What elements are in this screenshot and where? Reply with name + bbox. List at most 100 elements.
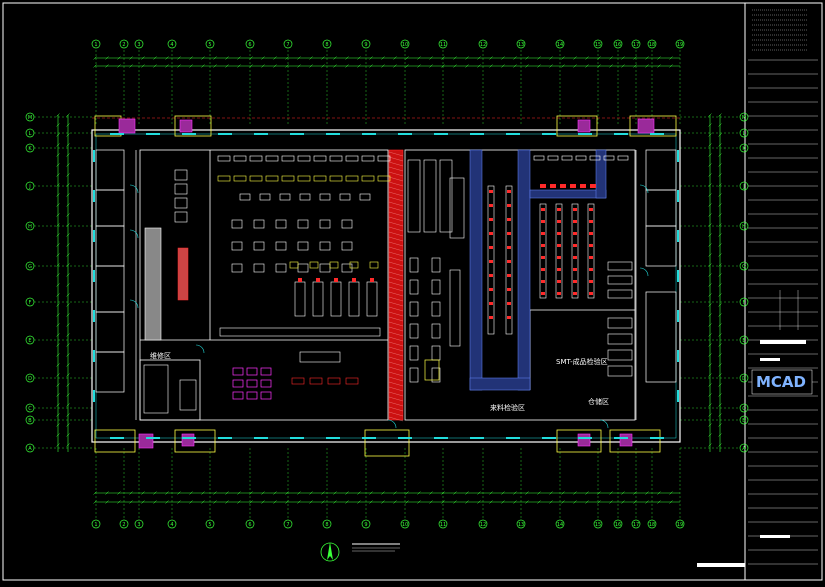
column-axis-label: 16	[615, 522, 621, 528]
axis-bubble	[283, 39, 293, 49]
axis-bubble	[516, 519, 526, 529]
column-axis-label: 10	[402, 522, 408, 528]
row-axis-label: G	[28, 264, 32, 270]
column-axis-label: 14	[557, 522, 563, 528]
axis-bubble	[593, 39, 603, 49]
row-axis-label: M	[28, 115, 32, 121]
axis-bubble	[167, 39, 177, 49]
material-zone-label: 来料检验区	[490, 403, 525, 412]
axis-bubble	[119, 519, 129, 529]
fire-corridor	[388, 149, 404, 421]
axis-bubble	[739, 261, 749, 271]
axis-bubble	[361, 39, 371, 49]
axis-bubble	[25, 112, 35, 122]
column-axis-label: 11	[440, 42, 446, 48]
column-axis-label: 9	[364, 522, 367, 528]
column-axis-label: 6	[248, 522, 251, 528]
axis-bubble	[25, 403, 35, 413]
column-axis-label: 1	[94, 522, 97, 528]
column-axis-label: 3	[137, 42, 140, 48]
axis-bubble	[400, 39, 410, 49]
axis-bubble	[516, 39, 526, 49]
axis-bubble	[245, 519, 255, 529]
axis-bubble	[134, 519, 144, 529]
axis-bubble	[205, 39, 215, 49]
row-axis-label: C	[28, 406, 32, 412]
axis-bubble	[25, 221, 35, 231]
row-axis-label: H	[742, 224, 746, 230]
north-arrow-icon	[320, 542, 340, 562]
column-axis-label: 5	[208, 42, 211, 48]
column-axis-label: 7	[286, 522, 289, 528]
row-axis-label: A	[28, 446, 32, 452]
axis-bubble	[675, 519, 685, 529]
row-axis-label: E	[28, 338, 31, 344]
axis-bubble	[25, 297, 35, 307]
axis-bubble	[119, 39, 129, 49]
column-axis-label: 19	[677, 42, 683, 48]
axis-bubble	[631, 519, 641, 529]
column-axis-label: 12	[480, 42, 486, 48]
row-axis-label: L	[29, 131, 32, 137]
row-axis-label: B	[28, 418, 32, 424]
repair-zone-label: 维修区	[150, 351, 171, 360]
column-axis-label: 7	[286, 42, 289, 48]
axis-bubble	[25, 335, 35, 345]
axis-bubble	[739, 415, 749, 425]
column-axis-label: 18	[649, 42, 655, 48]
row-axis-label: C	[742, 406, 746, 412]
storage-zone-label: 仓储区	[588, 397, 609, 406]
axis-bubble	[631, 39, 641, 49]
left-rooms	[95, 149, 137, 420]
column-axis-label: 5	[208, 522, 211, 528]
column-axis-label: 8	[325, 522, 328, 528]
column-axis-label: 3	[137, 522, 140, 528]
axis-bubble	[25, 373, 35, 383]
dimension-ticks	[56, 56, 722, 504]
column-axis-label: 17	[633, 42, 639, 48]
axis-bubble	[613, 39, 623, 49]
column-axis-label: 15	[595, 42, 601, 48]
column-axis-label: 13	[518, 42, 524, 48]
axis-bubble	[478, 39, 488, 49]
axis-bubble	[322, 39, 332, 49]
axis-bubble	[739, 128, 749, 138]
axis-bubble	[245, 39, 255, 49]
column-axis-group: 1122334455667788991010111112121313141415…	[91, 39, 685, 529]
row-axis-label: L	[743, 131, 746, 137]
axis-bubble	[739, 221, 749, 231]
axis-bubble	[675, 39, 685, 49]
axis-bubble	[283, 519, 293, 529]
axis-bubble	[438, 39, 448, 49]
title-block: MCAD	[697, 9, 818, 567]
mcad-logo: MCAD	[756, 373, 806, 391]
axis-bubble	[25, 443, 35, 453]
column-axis-label: 14	[557, 42, 563, 48]
column-axis-label: 4	[170, 42, 173, 48]
axis-bubble	[167, 519, 177, 529]
axis-bubble	[739, 443, 749, 453]
axis-bubble	[478, 519, 488, 529]
axis-bubble	[322, 519, 332, 529]
row-axis-label: K	[28, 146, 32, 152]
column-axis-label: 6	[248, 42, 251, 48]
axis-bubble	[25, 181, 35, 191]
axis-bubble	[593, 519, 603, 529]
row-axis-label: F	[29, 300, 32, 306]
column-axis-label: 19	[677, 522, 683, 528]
column-axis-label: 15	[595, 522, 601, 528]
column-axis-label: 2	[122, 42, 125, 48]
row-axis-label: A	[742, 446, 746, 452]
row-axis-label: G	[742, 264, 746, 270]
row-axis-label: E	[742, 338, 745, 344]
axis-bubble	[739, 143, 749, 153]
axis-bubble	[739, 403, 749, 413]
row-axis-label: B	[742, 418, 746, 424]
column-axis-label: 1	[94, 42, 97, 48]
dimension-lines	[57, 57, 721, 503]
axis-bubble	[438, 519, 448, 529]
